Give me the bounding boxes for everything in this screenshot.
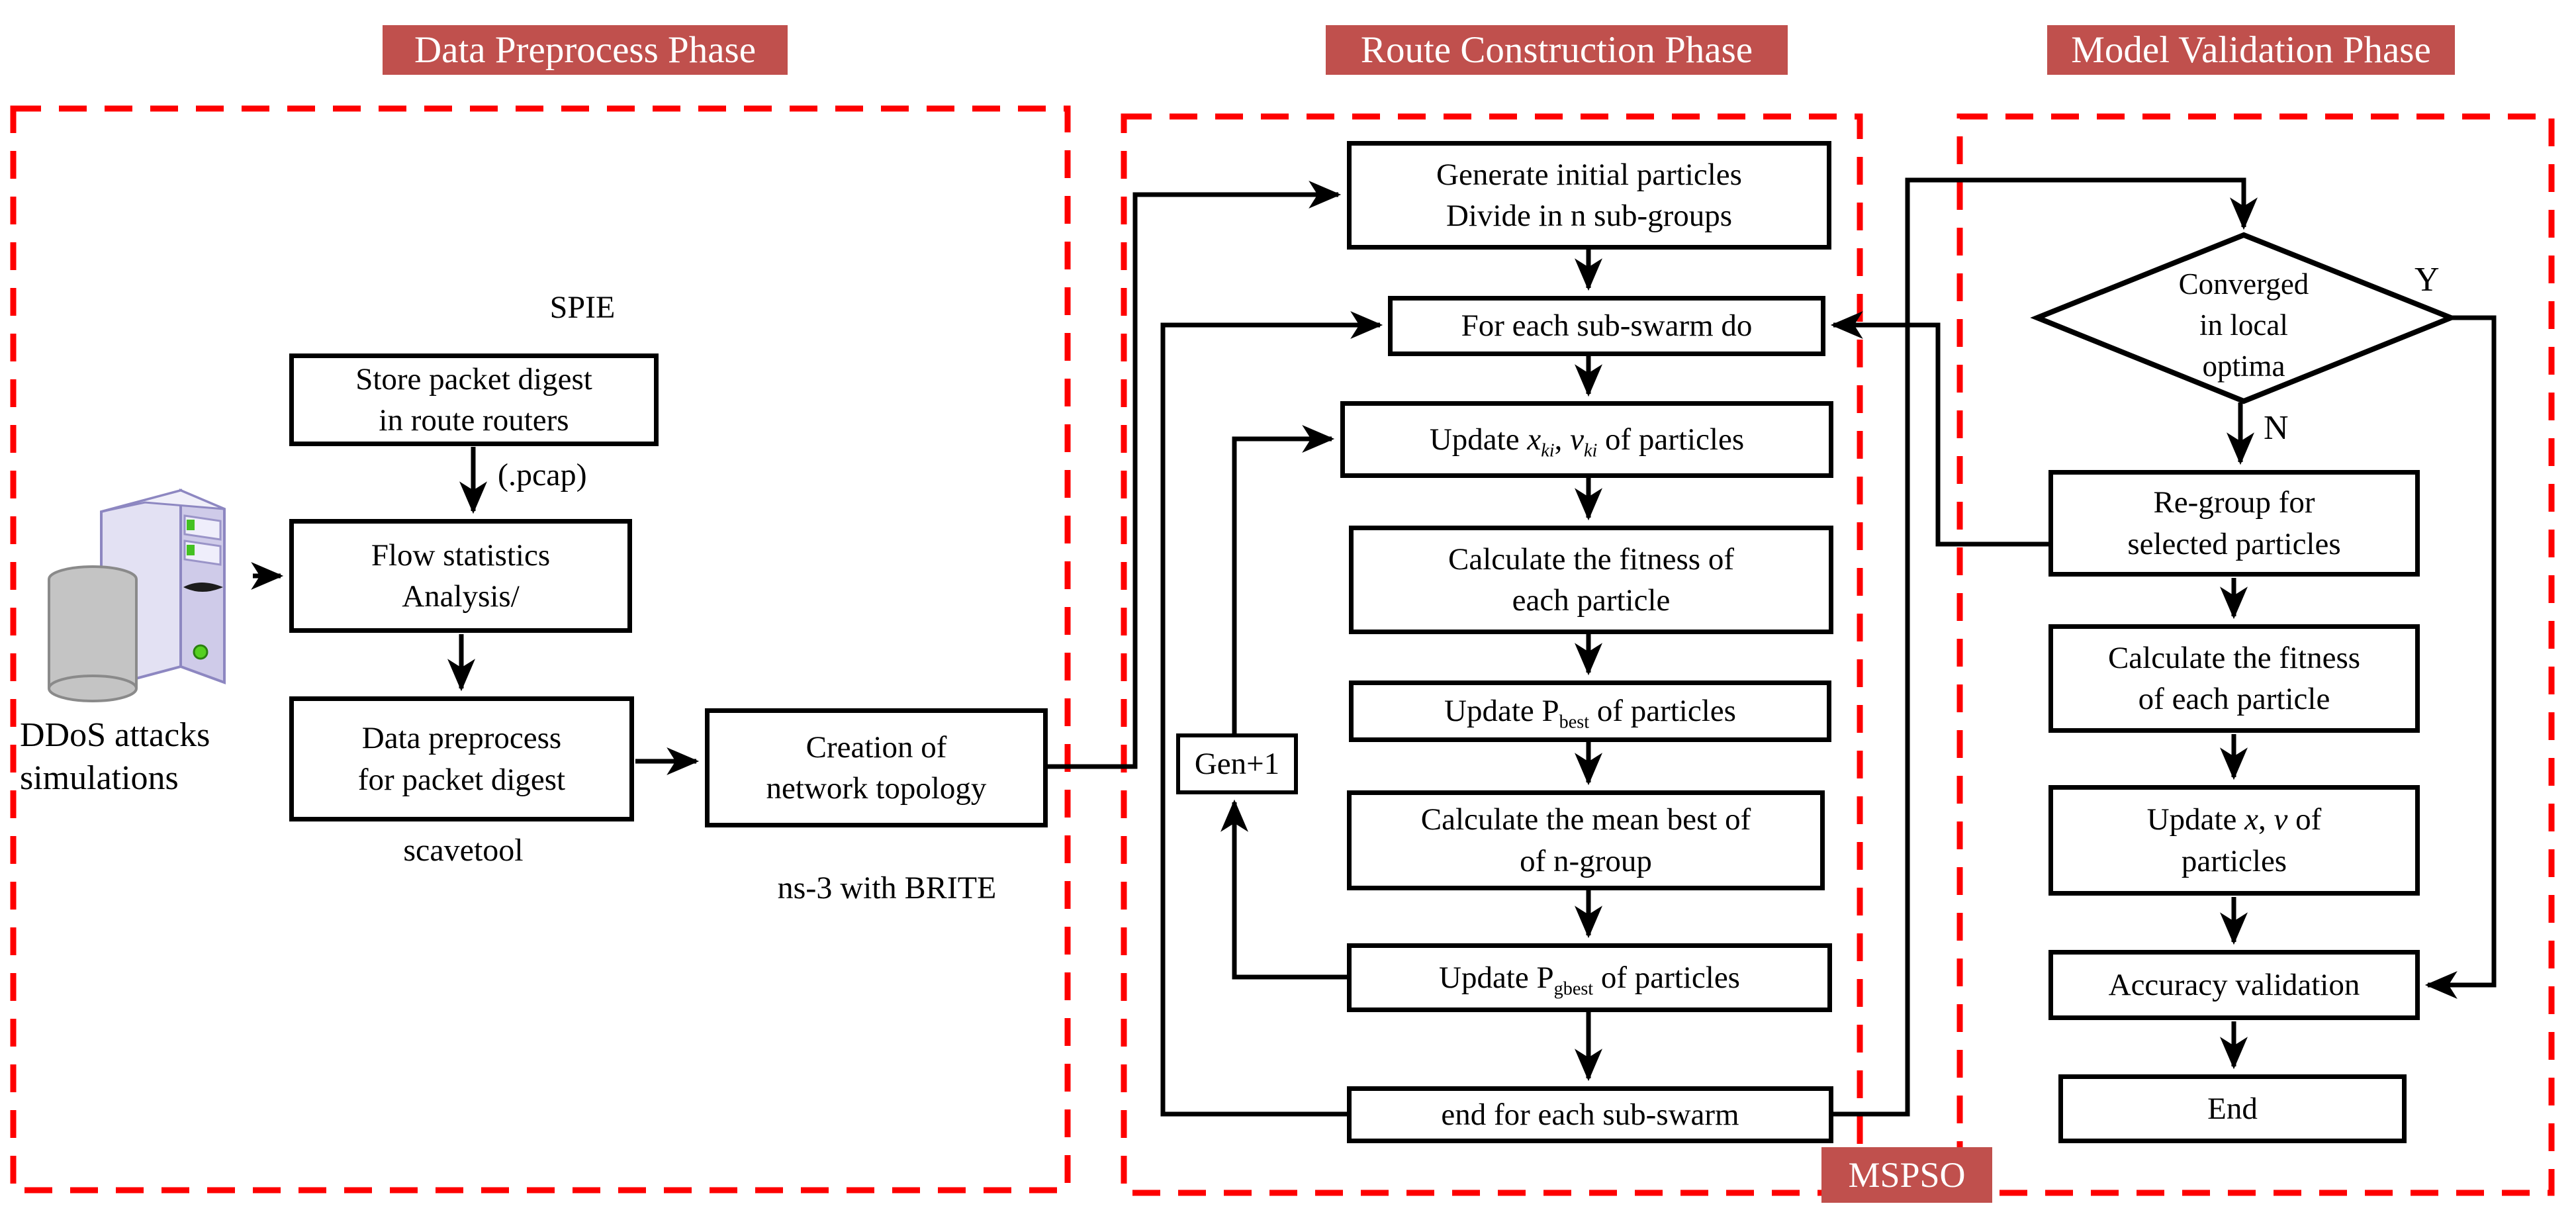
label-ddos-simulations: DDoS attacks simulations (20, 714, 210, 800)
node-text-line: Update x, v of (2147, 799, 2322, 840)
subscript: ki (1541, 440, 1555, 461)
header-label: Data Preprocess Phase (414, 29, 756, 71)
node-text-line: of n-group (1520, 843, 1652, 878)
node-calc-fitness-right: Calculate the fitness of each particle (2048, 624, 2420, 733)
connector-creation-to-generate (1048, 181, 1342, 769)
text-seg: of particles (1589, 694, 1736, 729)
node-text-line: of each particle (2138, 682, 2330, 716)
node-text-line: For each sub-swarm do (1461, 308, 1753, 344)
node-text-line: Calculate the mean best of (1420, 802, 1751, 837)
header-model-validation-phase: Model Validation Phase (2047, 25, 2455, 75)
node-text-line: Calculate the fitness of (1448, 541, 1734, 577)
node-data-preprocess: Data preprocess for packet digest (289, 696, 634, 821)
node-text-line: Update Pgbest of particles (1439, 957, 1740, 998)
node-text-line: Creation of (805, 729, 947, 765)
node-text-line: particles (2181, 843, 2287, 878)
node-text-line: Generate initial particles (1436, 157, 1742, 192)
var-x: x (2244, 802, 2259, 837)
label-pcap: (.pcap) (498, 457, 587, 492)
node-text-line: Re-group for (2153, 485, 2315, 520)
badge-mspso: MSPSO (1821, 1147, 1992, 1203)
phase-frame-model-validation (1956, 113, 2555, 1196)
connector-converged-yes-to-accuracy (2424, 315, 2497, 999)
label-spie: SPIE (549, 290, 616, 325)
node-text-line: Update Pbest of particles (1444, 690, 1736, 731)
badge-label: MSPSO (1848, 1155, 1966, 1195)
label-no-branch: N (2264, 409, 2289, 447)
node-update-pbest: Update Pbest of particles (1349, 680, 1831, 742)
connector-pgbest-to-gen (1220, 799, 1347, 980)
connector-endsubswarm-to-converged (1833, 177, 2258, 1117)
header-data-preprocess-phase: Data Preprocess Phase (383, 25, 788, 75)
node-generate-particles: Generate initial particles Divide in n s… (1347, 141, 1831, 250)
node-text-line: network topology (766, 771, 987, 806)
node-calc-meanbest: Calculate the mean best of of n-group (1347, 790, 1825, 890)
node-text-line: in route routers (379, 403, 569, 438)
node-store-packet-digest: Store packet digest in route routers (289, 353, 659, 446)
header-route-construction-phase: Route Construction Phase (1326, 25, 1788, 75)
node-text-line: Gen+1 (1194, 746, 1280, 781)
node-text-line: Store packet digest (355, 361, 592, 397)
server-with-database-icon (48, 488, 226, 702)
var-v: v (1570, 422, 1584, 457)
text-seg: , (2258, 802, 2274, 837)
subscript: best (1559, 712, 1590, 733)
header-label: Route Construction Phase (1360, 29, 1753, 71)
text-seg: Update P (1444, 694, 1559, 729)
decision-line: Converged (2178, 267, 2309, 301)
node-text-line: Analysis/ (402, 579, 520, 614)
connector-gen-to-updatexv (1232, 425, 1335, 733)
node-text-line: for packet digest (357, 762, 566, 797)
text-seg: of particles (1597, 422, 1745, 457)
label-line: DDoS attacks (20, 716, 210, 754)
node-end: End (2058, 1074, 2407, 1143)
decision-line: in local (2199, 308, 2288, 342)
node-foreach-subswarm: For each sub-swarm do (1388, 296, 1825, 356)
var-v: v (2274, 802, 2288, 837)
connector-endsubswarm-to-foreach (1160, 311, 1383, 1117)
text-seg: Update (1429, 422, 1528, 457)
text-seg: Update (2146, 802, 2245, 837)
node-text-line: Data preprocess (361, 721, 562, 756)
node-end-subswarm: end for each sub-swarm (1347, 1086, 1833, 1143)
decision-converged-shape (2030, 232, 2458, 404)
text-seg: of (2287, 802, 2322, 837)
label-line: simulations (20, 759, 179, 797)
text-seg: Update P (1439, 960, 1554, 995)
node-update-pgbest: Update Pgbest of particles (1347, 943, 1832, 1012)
node-text-line: Calculate the fitness (2107, 640, 2361, 675)
node-accuracy-validation: Accuracy validation (2048, 950, 2420, 1020)
subscript: ki (1583, 440, 1598, 461)
node-regroup-particles: Re-group for selected particles (2048, 470, 2420, 577)
node-gen-plus-1: Gen+1 (1176, 733, 1298, 794)
node-update-xv-right: Update x, v of particles (2048, 785, 2420, 896)
text-seg: of particles (1593, 960, 1740, 995)
label-yes-branch: Y (2415, 261, 2440, 299)
node-text-line: Divide in n sub-groups (1446, 199, 1733, 233)
node-calc-fitness-mid: Calculate the fitness of each particle (1349, 526, 1833, 634)
label-ns3-brite: ns-3 with BRITE (777, 870, 997, 906)
label-scavetool: scavetool (403, 833, 524, 868)
decision-converged-label: Converged in local optima (2078, 263, 2409, 387)
node-text-line: Update xki, vki of particles (1430, 419, 1744, 460)
header-label: Model Validation Phase (2071, 29, 2431, 71)
node-text-line: End (2207, 1091, 2258, 1126)
var-x: x (1527, 422, 1541, 457)
node-text-line: Accuracy validation (2108, 967, 2360, 1002)
subscript: gbest (1553, 978, 1594, 1000)
node-text-line: selected particles (2127, 526, 2341, 561)
node-flow-statistics: Flow statistics Analysis/ (289, 519, 632, 633)
connector-regroup-to-foreach (1830, 311, 2048, 547)
node-text-line: each particle (1512, 583, 1671, 618)
decision-line: optima (2202, 350, 2285, 383)
node-creation-topology: Creation of network topology (705, 708, 1048, 827)
node-text-line: Flow statistics (371, 538, 551, 573)
text-seg: , (1554, 422, 1571, 457)
phase-frame-data-preprocess (10, 105, 1071, 1194)
node-text-line: end for each sub-swarm (1441, 1097, 1739, 1132)
phase-frame-route-construction (1121, 113, 1863, 1196)
node-update-xv-particles: Update xki, vki of particles (1340, 401, 1833, 478)
